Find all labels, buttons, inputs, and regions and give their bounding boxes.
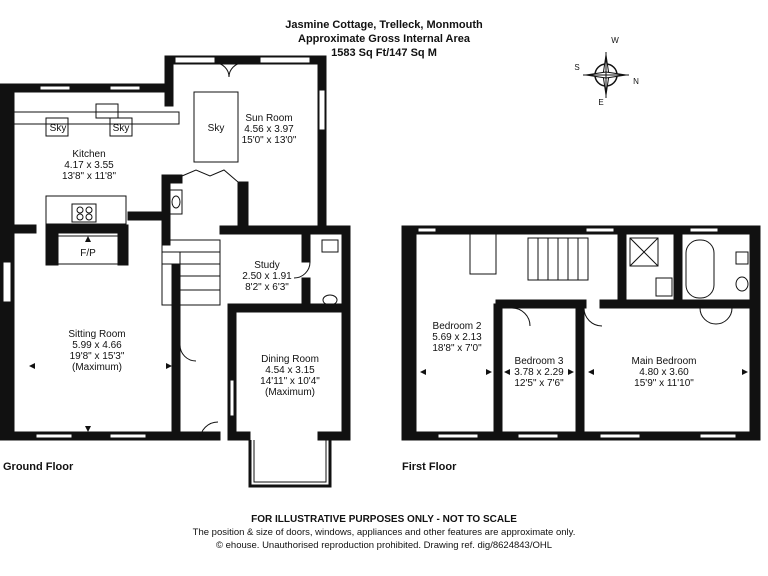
area-label: Approximate Gross Internal Area (298, 33, 470, 45)
sun-room-name: Sun Room (245, 113, 292, 124)
bedroom-3-metric: 3.78 x 2.29 (514, 367, 564, 378)
sitting-room-note: (Maximum) (72, 362, 122, 373)
dining-room-note: (Maximum) (265, 387, 315, 398)
kitchen-imperial: 13'8" x 11'8" (62, 171, 117, 182)
dining-room-imperial: 14'11" x 10'4" (260, 376, 320, 387)
study-name: Study (254, 260, 280, 271)
ground-floor-label: Ground Floor (3, 461, 74, 473)
compass-e: E (598, 98, 603, 107)
study-imperial: 8'2" x 6'3" (245, 282, 289, 293)
bedroom-2-imperial: 18'8" x 7'0" (432, 343, 482, 354)
skylight-label-sun-room: Sky (208, 123, 225, 134)
kitchen-name: Kitchen (72, 149, 105, 160)
dining-room-metric: 4.54 x 3.15 (265, 365, 315, 376)
footer-note: The position & size of doors, windows, a… (192, 527, 576, 538)
bedroom-3-imperial: 12'5" x 7'6" (514, 378, 564, 389)
main-bedroom-imperial: 15'9" x 11'10" (634, 378, 694, 389)
sitting-room-imperial: 19'8" x 15'3" (70, 351, 125, 362)
first-floor-label: First Floor (402, 461, 457, 473)
compass-icon (583, 52, 629, 98)
main-bedroom-metric: 4.80 x 3.60 (639, 367, 689, 378)
compass-s: S (574, 63, 579, 72)
disclaimer: FOR ILLUSTRATIVE PURPOSES ONLY - NOT TO … (251, 514, 517, 525)
fireplace-label: F/P (80, 248, 96, 259)
sun-room-metric: 4.56 x 3.97 (244, 124, 294, 135)
skylight-label-kitchen-2: Sky (113, 123, 130, 134)
plan-title: Jasmine Cottage, Trelleck, Monmouth (285, 19, 483, 31)
kitchen-metric: 4.17 x 3.55 (64, 160, 114, 171)
area-value: 1583 Sq Ft/147 Sq M (331, 47, 437, 59)
compass-n: N (633, 77, 639, 86)
dining-room-name: Dining Room (261, 354, 319, 365)
sitting-room-name: Sitting Room (68, 329, 125, 340)
compass-w: W (611, 36, 619, 45)
sitting-room-metric: 5.99 x 4.66 (72, 340, 122, 351)
main-bedroom-name: Main Bedroom (631, 356, 696, 367)
bedroom-2-metric: 5.69 x 2.13 (432, 332, 482, 343)
sun-room-imperial: 15'0" x 13'0" (242, 135, 297, 146)
footer-copyright: © ehouse. Unauthorised reproduction proh… (215, 540, 552, 551)
bedroom-2-name: Bedroom 2 (433, 321, 482, 332)
skylight-label-kitchen-1: Sky (50, 123, 67, 134)
study-metric: 2.50 x 1.91 (242, 271, 292, 282)
bedroom-3-name: Bedroom 3 (515, 356, 564, 367)
